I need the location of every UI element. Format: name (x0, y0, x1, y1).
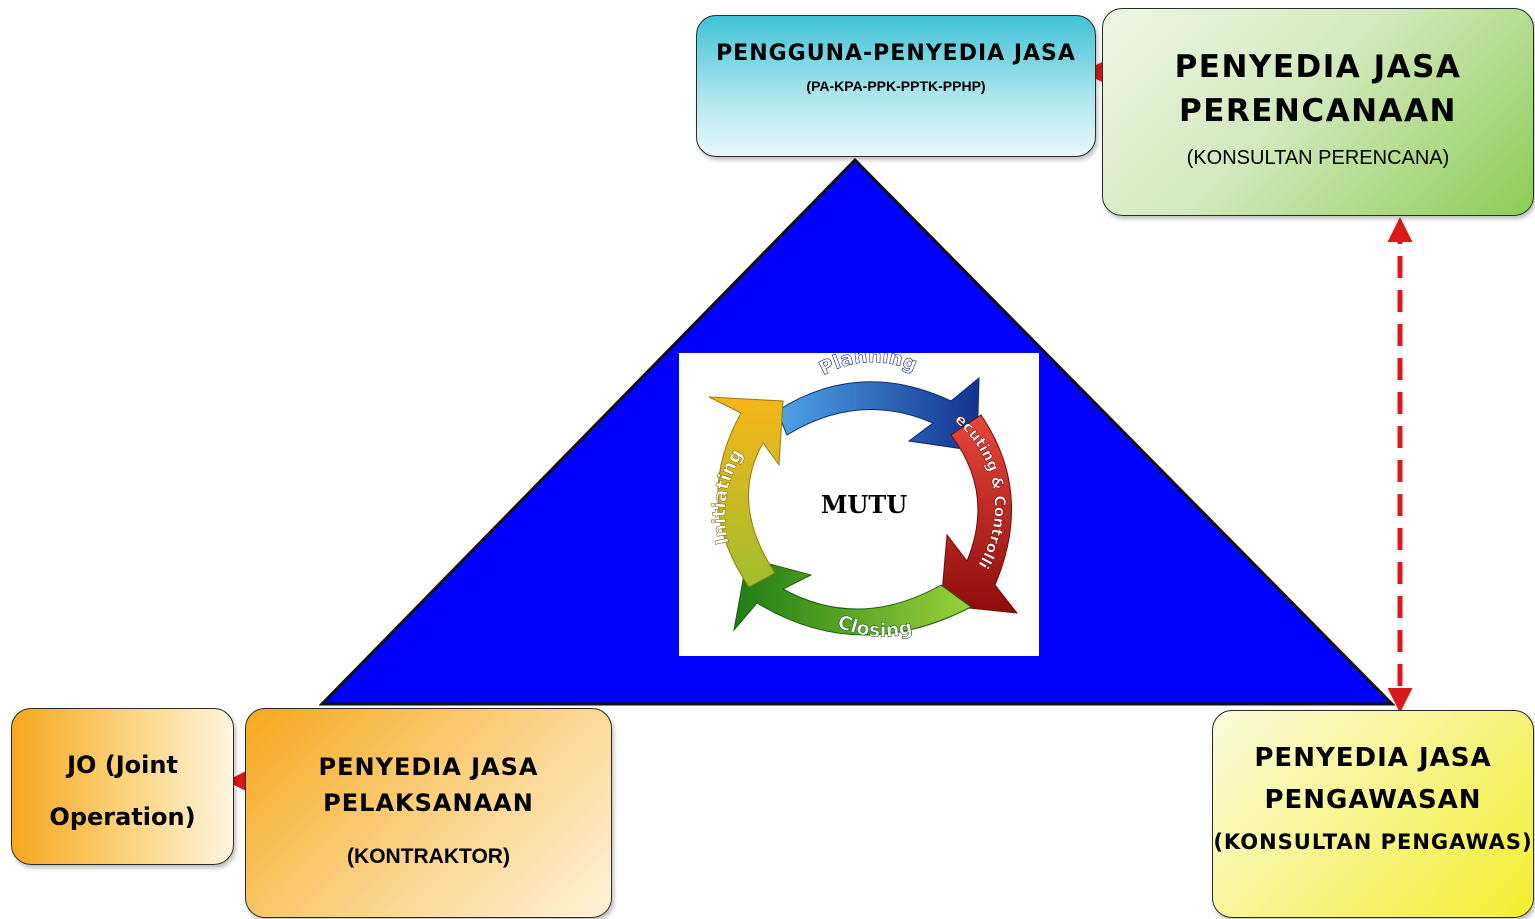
node-pengawasan-subtitle: (KONSULTAN PENGAWAS) (1213, 830, 1533, 854)
initiating-arrow (708, 396, 784, 588)
node-pelaksanaan-subtitle: (KONTRAKTOR) (347, 845, 510, 868)
node-pengawasan-title: PENYEDIA JASA PENGAWASAN (1254, 743, 1492, 815)
node-pengguna-subtitle: (PA-KPA-PPK-PPTK-PPHP) (806, 78, 986, 94)
node-joint-operation: JO (Joint Operation) (11, 708, 234, 865)
node-pengguna-penyedia-jasa: PENGGUNA-PENYEDIA JASA (PA-KPA-PPK-PPTK-… (696, 15, 1096, 157)
node-pelaksanaan-title: PENYEDIA JASA PELAKSANAAN (318, 753, 539, 817)
node-perencanaan-subtitle: (KONSULTAN PERENCANA) (1186, 147, 1450, 169)
node-jo-title: JO (Joint Operation) (49, 751, 196, 831)
phase-label-planning: Planning (816, 353, 920, 380)
executing-arrow (940, 414, 1019, 614)
cycle-center-label: MUTU (821, 490, 907, 519)
node-pengguna-title: PENGGUNA-PENYEDIA JASA (716, 41, 1076, 66)
node-penyedia-jasa-pelaksanaan: PENYEDIA JASA PELAKSANAAN (KONTRAKTOR) (245, 708, 612, 918)
project-cycle-panel: Planning Executing & Controlling Closing… (673, 339, 1039, 656)
closing-arrow (733, 557, 972, 636)
node-perencanaan-title: PENYEDIA JASA PERENCANAAN (1174, 49, 1462, 129)
project-cycle-graphic: Planning Executing & Controlling Closing… (673, 339, 1019, 642)
node-penyedia-jasa-pengawasan: PENYEDIA JASA PENGAWASAN (KONSULTAN PENG… (1212, 710, 1534, 918)
node-penyedia-jasa-perencanaan: PENYEDIA JASA PERENCANAAN (KONSULTAN PER… (1102, 8, 1534, 216)
planning-arrow (776, 376, 980, 452)
